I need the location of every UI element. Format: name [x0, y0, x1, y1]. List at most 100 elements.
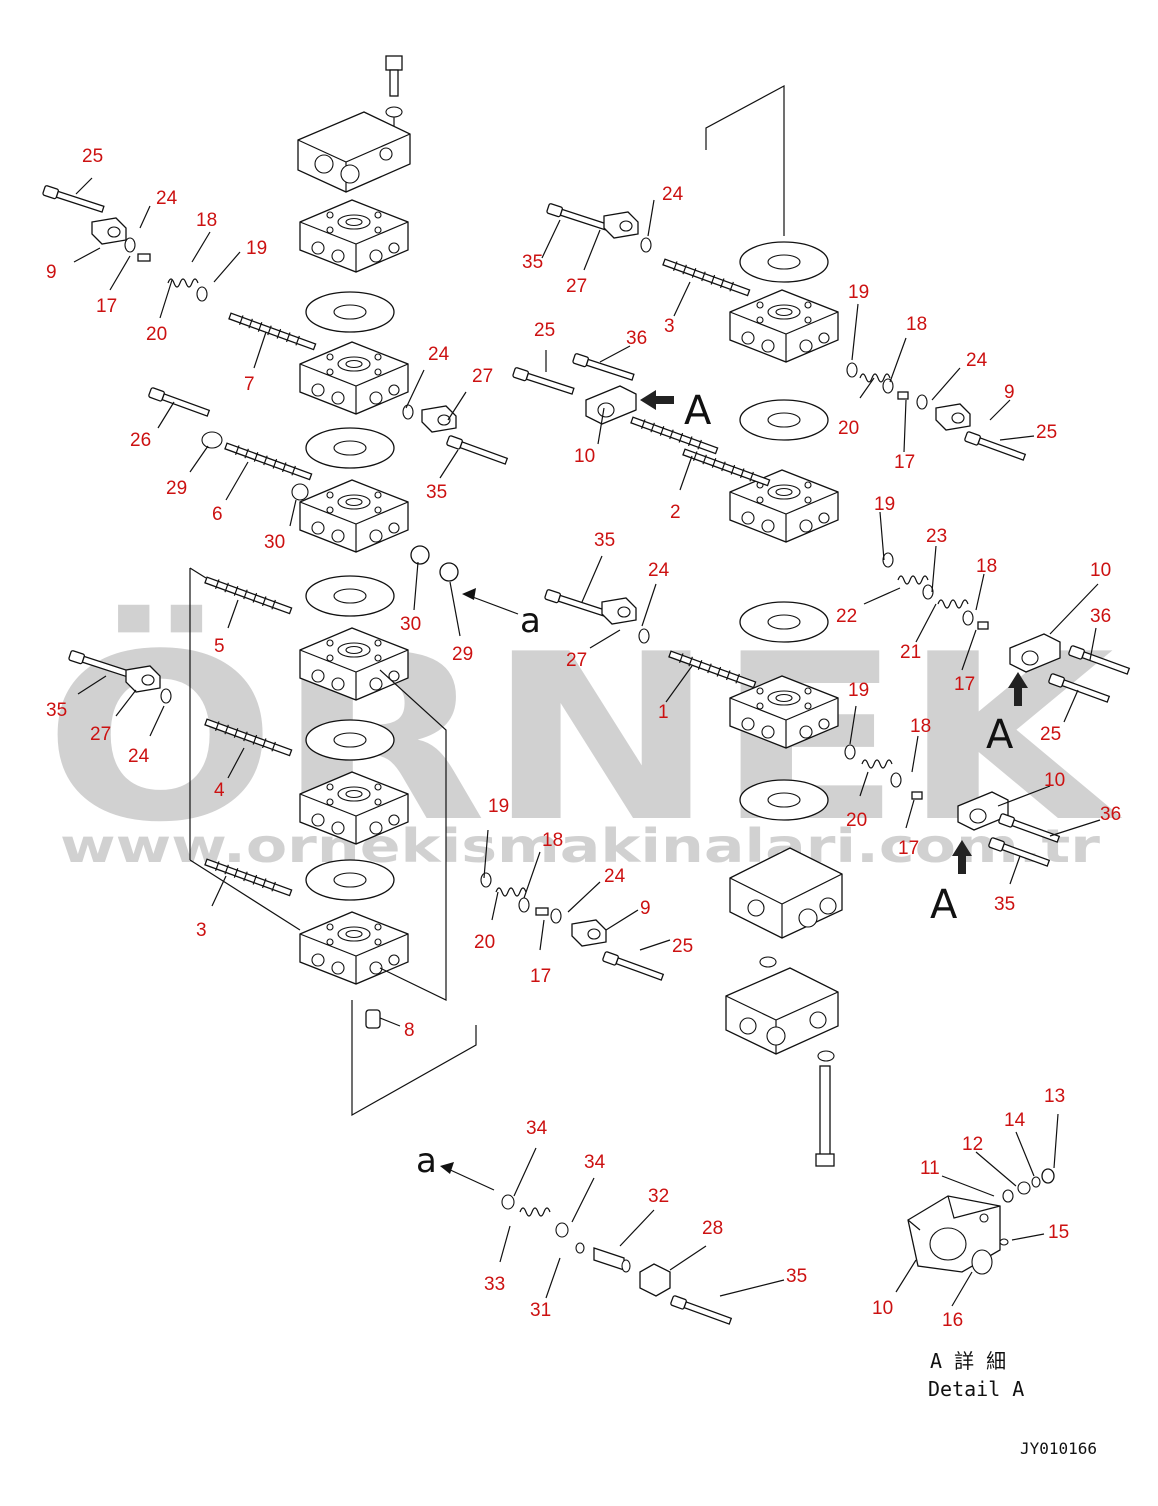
callout-label: 20	[846, 810, 867, 831]
callout-label: 24	[966, 350, 988, 371]
callout-label: 27	[90, 724, 111, 745]
callout-label: 2	[670, 502, 681, 523]
callout-label: 20	[146, 324, 167, 345]
callout-label: 27	[566, 276, 587, 297]
callout-label: 24	[662, 184, 684, 205]
callout-label: 25	[1040, 724, 1061, 745]
callout-label: 30	[400, 614, 421, 635]
callout-label: 20	[474, 932, 495, 953]
callout-label: 23	[926, 526, 947, 547]
watermark: ÖRNEK www.ornekismakinalari.com.tr	[44, 604, 1123, 873]
part-callouts: 25 24 18 19 9 17 20 7 24 27 26 29 6 35 3…	[46, 146, 1121, 1331]
callout-label: 3	[664, 316, 675, 337]
callout-label: 36	[1090, 606, 1111, 627]
callout-label: 6	[212, 504, 223, 525]
callout-label: 19	[848, 680, 869, 701]
callout-label: 25	[1036, 422, 1057, 443]
callout-label: 1	[658, 702, 669, 723]
callout-label: 33	[484, 1274, 505, 1295]
callout-label: 17	[96, 296, 117, 317]
callout-label: 10	[1090, 560, 1111, 581]
watermark-url: www.ornekismakinalari.com.tr	[60, 819, 1100, 873]
callout-label: 18	[906, 314, 927, 335]
callout-label: 22	[836, 606, 857, 627]
view-letter-a-lower: A	[930, 882, 958, 928]
view-arrows: A A A a a	[416, 388, 1028, 1191]
callout-label: 35	[594, 530, 615, 551]
callout-label: 35	[522, 252, 543, 273]
callout-label: 19	[848, 282, 869, 303]
relief-valve-assembly	[501, 1194, 733, 1327]
callout-label: 18	[976, 556, 997, 577]
view-letter-a-mid: A	[986, 712, 1014, 758]
callout-label: 24	[428, 344, 450, 365]
callout-label: 25	[534, 320, 555, 341]
top-bolt-shank	[389, 69, 399, 97]
callout-label: 15	[1048, 1222, 1069, 1243]
callout-label: 20	[838, 418, 859, 439]
callout-label: 7	[244, 374, 255, 395]
right-valve-stack	[705, 84, 843, 1167]
callout-label: 18	[542, 830, 563, 851]
callout-label: 12	[962, 1134, 983, 1155]
callout-label: 35	[46, 700, 67, 721]
callout-label: 35	[786, 1266, 807, 1287]
callout-label: 14	[1004, 1110, 1026, 1131]
callout-label: 3	[196, 920, 207, 941]
leader-lines	[73, 177, 1101, 1307]
left-valve-stack	[189, 55, 477, 1117]
callout-label: 19	[874, 494, 895, 515]
callout-label: 9	[1004, 382, 1015, 403]
callout-label: 26	[130, 430, 151, 451]
callout-label: 19	[246, 238, 267, 259]
callout-label: 35	[994, 894, 1015, 915]
callout-label: 32	[648, 1186, 669, 1207]
watermark-brand: ÖRNEK	[44, 604, 1123, 873]
callout-label: 36	[626, 328, 647, 349]
callout-label: 18	[910, 716, 931, 737]
callout-label: 10	[1044, 770, 1065, 791]
callout-label: 25	[82, 146, 103, 167]
callout-label: 34	[526, 1118, 548, 1139]
callout-label: 24	[604, 866, 626, 887]
detail-title-en: Detail A	[928, 1377, 1024, 1401]
callout-label: 17	[530, 966, 551, 987]
ref-letter-a-mid: a	[520, 601, 541, 641]
callout-label: 11	[920, 1158, 940, 1179]
detail-caption: A 詳 細 Detail A JY010166	[928, 1349, 1097, 1458]
top-washer	[385, 106, 403, 118]
callout-label: 34	[584, 1152, 606, 1173]
callout-label: 10	[872, 1298, 893, 1319]
left-side-parts	[41, 184, 665, 983]
callout-label: 18	[196, 210, 217, 231]
callout-label: 29	[166, 478, 187, 499]
callout-label: 35	[426, 482, 447, 503]
callout-label: 29	[452, 644, 473, 665]
callout-label: 17	[898, 838, 919, 859]
callout-label: 28	[702, 1218, 723, 1239]
callout-label: 30	[264, 532, 285, 553]
callout-label: 5	[214, 636, 225, 657]
drawing-code: JY010166	[1020, 1439, 1097, 1458]
callout-label: 24	[156, 188, 178, 209]
callout-label: 31	[530, 1300, 551, 1321]
top-bolt-head	[385, 55, 403, 71]
callout-label: 24	[648, 560, 670, 581]
detail-a-drawing	[907, 1168, 1055, 1275]
callout-label: 9	[640, 898, 651, 919]
callout-label: 25	[672, 936, 693, 957]
view-letter-a-upper: A	[684, 388, 712, 434]
callout-label: 8	[404, 1020, 415, 1041]
callout-label: 24	[128, 746, 150, 767]
callout-label: 17	[954, 674, 975, 695]
detail-title-jp: A 詳 細	[930, 1349, 1006, 1373]
callout-label: 21	[900, 642, 921, 663]
callout-label: 10	[574, 446, 595, 467]
callout-label: 27	[472, 366, 493, 387]
callout-label: 9	[46, 262, 57, 283]
callout-label: 36	[1100, 804, 1121, 825]
ref-letter-a-lower: a	[416, 1141, 437, 1181]
callout-label: 27	[566, 650, 587, 671]
callout-label: 19	[488, 796, 509, 817]
